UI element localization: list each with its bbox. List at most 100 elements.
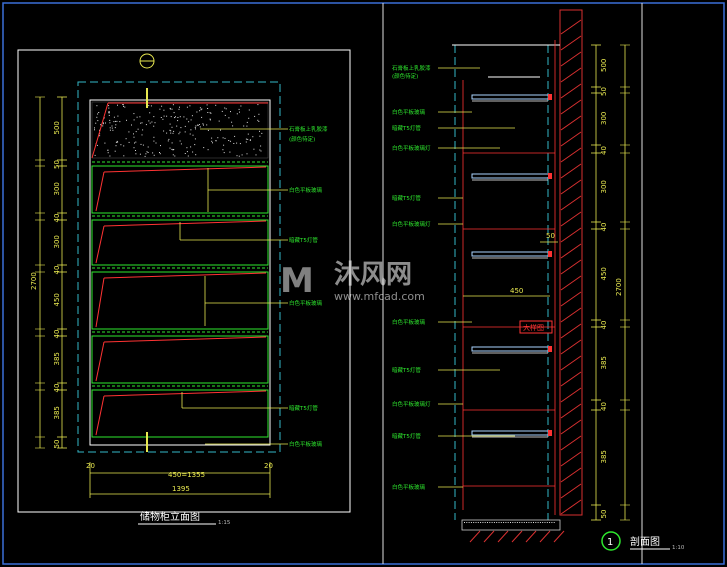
speckle-dot (102, 122, 104, 124)
left-drawing-title: 储物柜立面图 (140, 510, 200, 523)
dim-label: 385 (600, 356, 608, 369)
speckle-dot (245, 141, 247, 143)
speckle-dot (155, 142, 157, 144)
hatch-line (560, 83, 582, 99)
speckle-dot (209, 119, 211, 121)
speckle-dot (179, 116, 181, 118)
speckle-dot (108, 105, 110, 107)
speckle-dot (117, 115, 119, 117)
hatch-line (553, 530, 565, 543)
speckle-dot (133, 113, 135, 115)
speckle-dot (151, 121, 153, 123)
speckle-dot (215, 140, 217, 142)
speckle-dot (249, 139, 251, 141)
speckle-dot (123, 105, 124, 107)
annotation-label: (颜色待定) (392, 72, 418, 80)
speckle-dot (94, 127, 95, 129)
shelf-bay (91, 165, 269, 214)
speckle-dot (133, 136, 135, 138)
speckle-dot (186, 106, 188, 108)
speckle-dot (224, 114, 226, 116)
speckle-dot (539, 522, 541, 523)
speckle-dot (142, 144, 144, 146)
speckle-dot (259, 130, 260, 132)
speckle-dot (140, 122, 142, 124)
speckle-dot (203, 147, 205, 149)
dim-label: 50 (600, 87, 608, 96)
speckle-dot (115, 141, 117, 143)
dim-label: 40 (600, 321, 608, 330)
speckle-dot (542, 522, 544, 523)
speckle-dot (516, 522, 518, 523)
speckle-dot (477, 522, 479, 523)
speckle-dot (228, 117, 230, 119)
floor-hatch (464, 522, 565, 543)
speckle-dot (125, 138, 127, 140)
speckle-dot (201, 116, 203, 118)
hatch-line (539, 530, 551, 543)
shelf-bracket (548, 94, 552, 100)
speckle-dot (192, 151, 194, 153)
speckle-dot (248, 109, 250, 111)
hatch-line (560, 259, 582, 275)
speckle-dot (228, 140, 230, 141)
speckle-dot (112, 129, 114, 131)
speckle-dot (123, 155, 125, 157)
speckle-dot (114, 150, 116, 152)
speckle-dot (245, 138, 247, 140)
speckle-dot (464, 522, 465, 523)
shelf-bay (91, 219, 269, 266)
speckle-dot (192, 134, 194, 136)
section-shelves (463, 76, 555, 487)
hatch-line (560, 499, 582, 515)
speckle-dot (468, 522, 470, 523)
speckle-dot (152, 152, 154, 154)
speckle-dot (519, 522, 521, 523)
speckle-dot (162, 118, 164, 120)
speckle-dot (136, 116, 138, 118)
speckle-dot (171, 126, 173, 128)
speckle-dot (163, 115, 165, 117)
section-number-circle (601, 531, 621, 551)
right-drawing-scale: 1:10 (672, 545, 685, 551)
shelf-bays (91, 161, 269, 438)
speckle-dot (514, 522, 516, 523)
speckle-dot (134, 142, 135, 144)
annotation-label: 白色平板玻璃灯 (392, 220, 431, 228)
annotation-label: 白色平板玻璃 (392, 108, 426, 116)
speckle-dot (200, 109, 202, 111)
hatch-line (560, 371, 582, 387)
speckle-dot (159, 153, 161, 155)
speckle-dot (108, 107, 110, 109)
speckle-dot (535, 522, 537, 523)
speckle-dot (95, 122, 97, 124)
hatch-line (560, 115, 582, 131)
speckle-dot (180, 127, 182, 129)
speckle-dot (154, 122, 156, 124)
speckle-dot (160, 145, 161, 147)
dim-label: 300 (53, 182, 61, 195)
shelf-bracket (548, 173, 552, 179)
bay-red-line (95, 225, 105, 264)
hatch-line (560, 307, 582, 323)
speckle-dot (108, 111, 110, 113)
speckle-dot (105, 122, 106, 124)
shelf-bracket (548, 430, 552, 436)
speckle-dot (194, 126, 196, 128)
shelf-bay (91, 271, 269, 330)
speckle-dot (230, 111, 231, 113)
watermark: M 沐风网 www.mfcad.com (280, 260, 425, 303)
speckle-dot (144, 155, 146, 157)
speckle-dot (255, 154, 257, 156)
speckle-dot (170, 116, 172, 118)
speckle-dot (116, 120, 118, 122)
hatch-line (560, 483, 582, 499)
speckle-dot (174, 117, 175, 119)
speckle-dot (207, 112, 209, 113)
speckle-dot (148, 120, 150, 122)
speckle-dot (521, 522, 523, 523)
speckle-dot (194, 138, 196, 140)
speckle-dot (234, 135, 236, 137)
speckle-dot (153, 125, 155, 127)
